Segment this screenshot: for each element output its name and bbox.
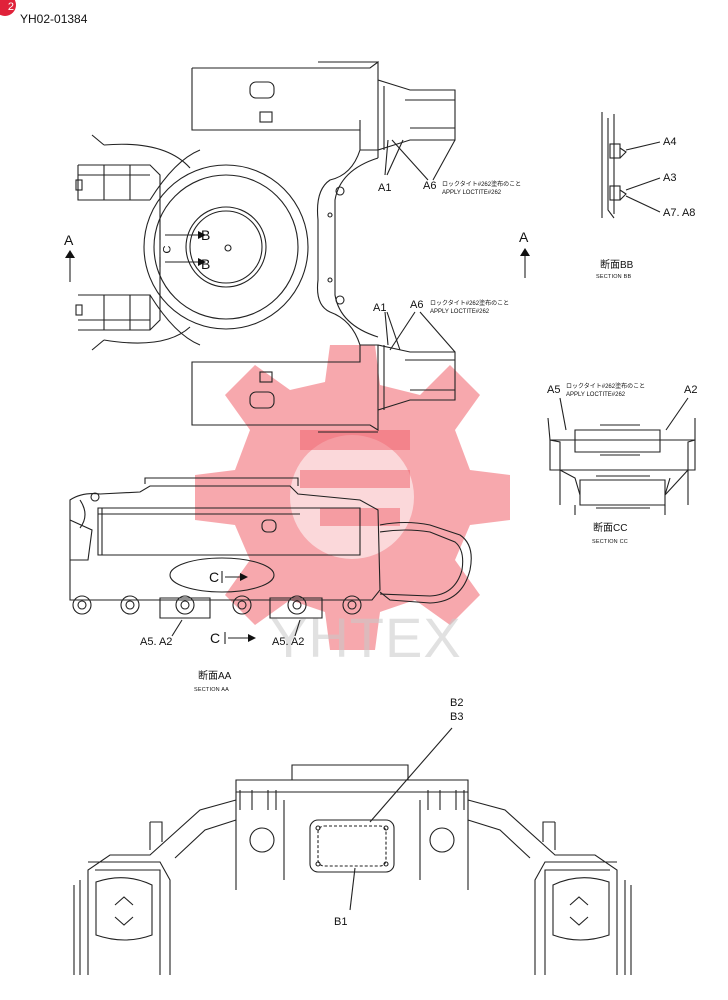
section-a-arrow-left-label: A: [64, 232, 74, 248]
front-view-drawing: [73, 727, 632, 975]
section-c-plan-label: C: [161, 245, 174, 254]
section-b-lower-label: B: [201, 256, 211, 272]
callout-a6-bottom: A6: [410, 299, 424, 311]
section-c-upper-label: C: [209, 569, 220, 585]
section-cc-title-en: SECTION CC: [592, 539, 628, 545]
section-bb-drawing: [601, 112, 661, 219]
section-c-lower-label: C: [210, 630, 221, 646]
loctite-note-en-top: APPLY LOCTITE#262: [442, 190, 502, 196]
page-badge: 2: [0, 0, 16, 16]
section-cc-drawing: [547, 397, 696, 515]
section-cc-title-jp: 断面CC: [593, 523, 628, 534]
callout-b1: B1: [334, 916, 348, 928]
section-aa-title-en: SECTION AA: [194, 687, 230, 693]
section-aa-drawing: [69, 477, 472, 644]
callout-a7-a8: A7. A8: [663, 207, 696, 219]
callout-a4: A4: [663, 136, 677, 148]
section-bb-title-en: SECTION BB: [596, 274, 632, 280]
loctite-note-en-cc: APPLY LOCTITE#262: [566, 392, 626, 398]
callout-a5-a2-right: A5. A2: [272, 636, 305, 648]
section-a-arrow-right-label: A: [519, 229, 529, 245]
callout-a5-cc: A5: [547, 384, 561, 396]
callout-a5-a2-left: A5. A2: [140, 636, 173, 648]
callout-a2-cc: A2: [684, 384, 698, 396]
callout-a6-top: A6: [423, 180, 437, 192]
section-b-upper-label: B: [201, 227, 211, 243]
callout-b3: B3: [450, 711, 464, 723]
document-id: YH02-01384: [20, 12, 88, 26]
loctite-note-en-bottom: APPLY LOCTITE#262: [430, 309, 490, 315]
watermark-text: YHTEX: [270, 606, 462, 669]
section-aa-title-jp: 断面AA: [198, 671, 232, 682]
loctite-note-jp-bottom: ロックタイト#262塗布のこと: [430, 301, 510, 307]
loctite-note-jp-cc: ロックタイト#262塗布のこと: [566, 384, 646, 390]
callout-a3: A3: [663, 172, 677, 184]
plan-view: [69, 60, 526, 433]
loctite-note-jp-top: ロックタイト#262塗布のこと: [442, 182, 522, 188]
callout-a1-top: A1: [378, 182, 392, 194]
callout-b2: B2: [450, 697, 464, 709]
callout-a1-bottom: A1: [373, 302, 387, 314]
section-bb-title-jp: 断面BB: [600, 260, 634, 271]
